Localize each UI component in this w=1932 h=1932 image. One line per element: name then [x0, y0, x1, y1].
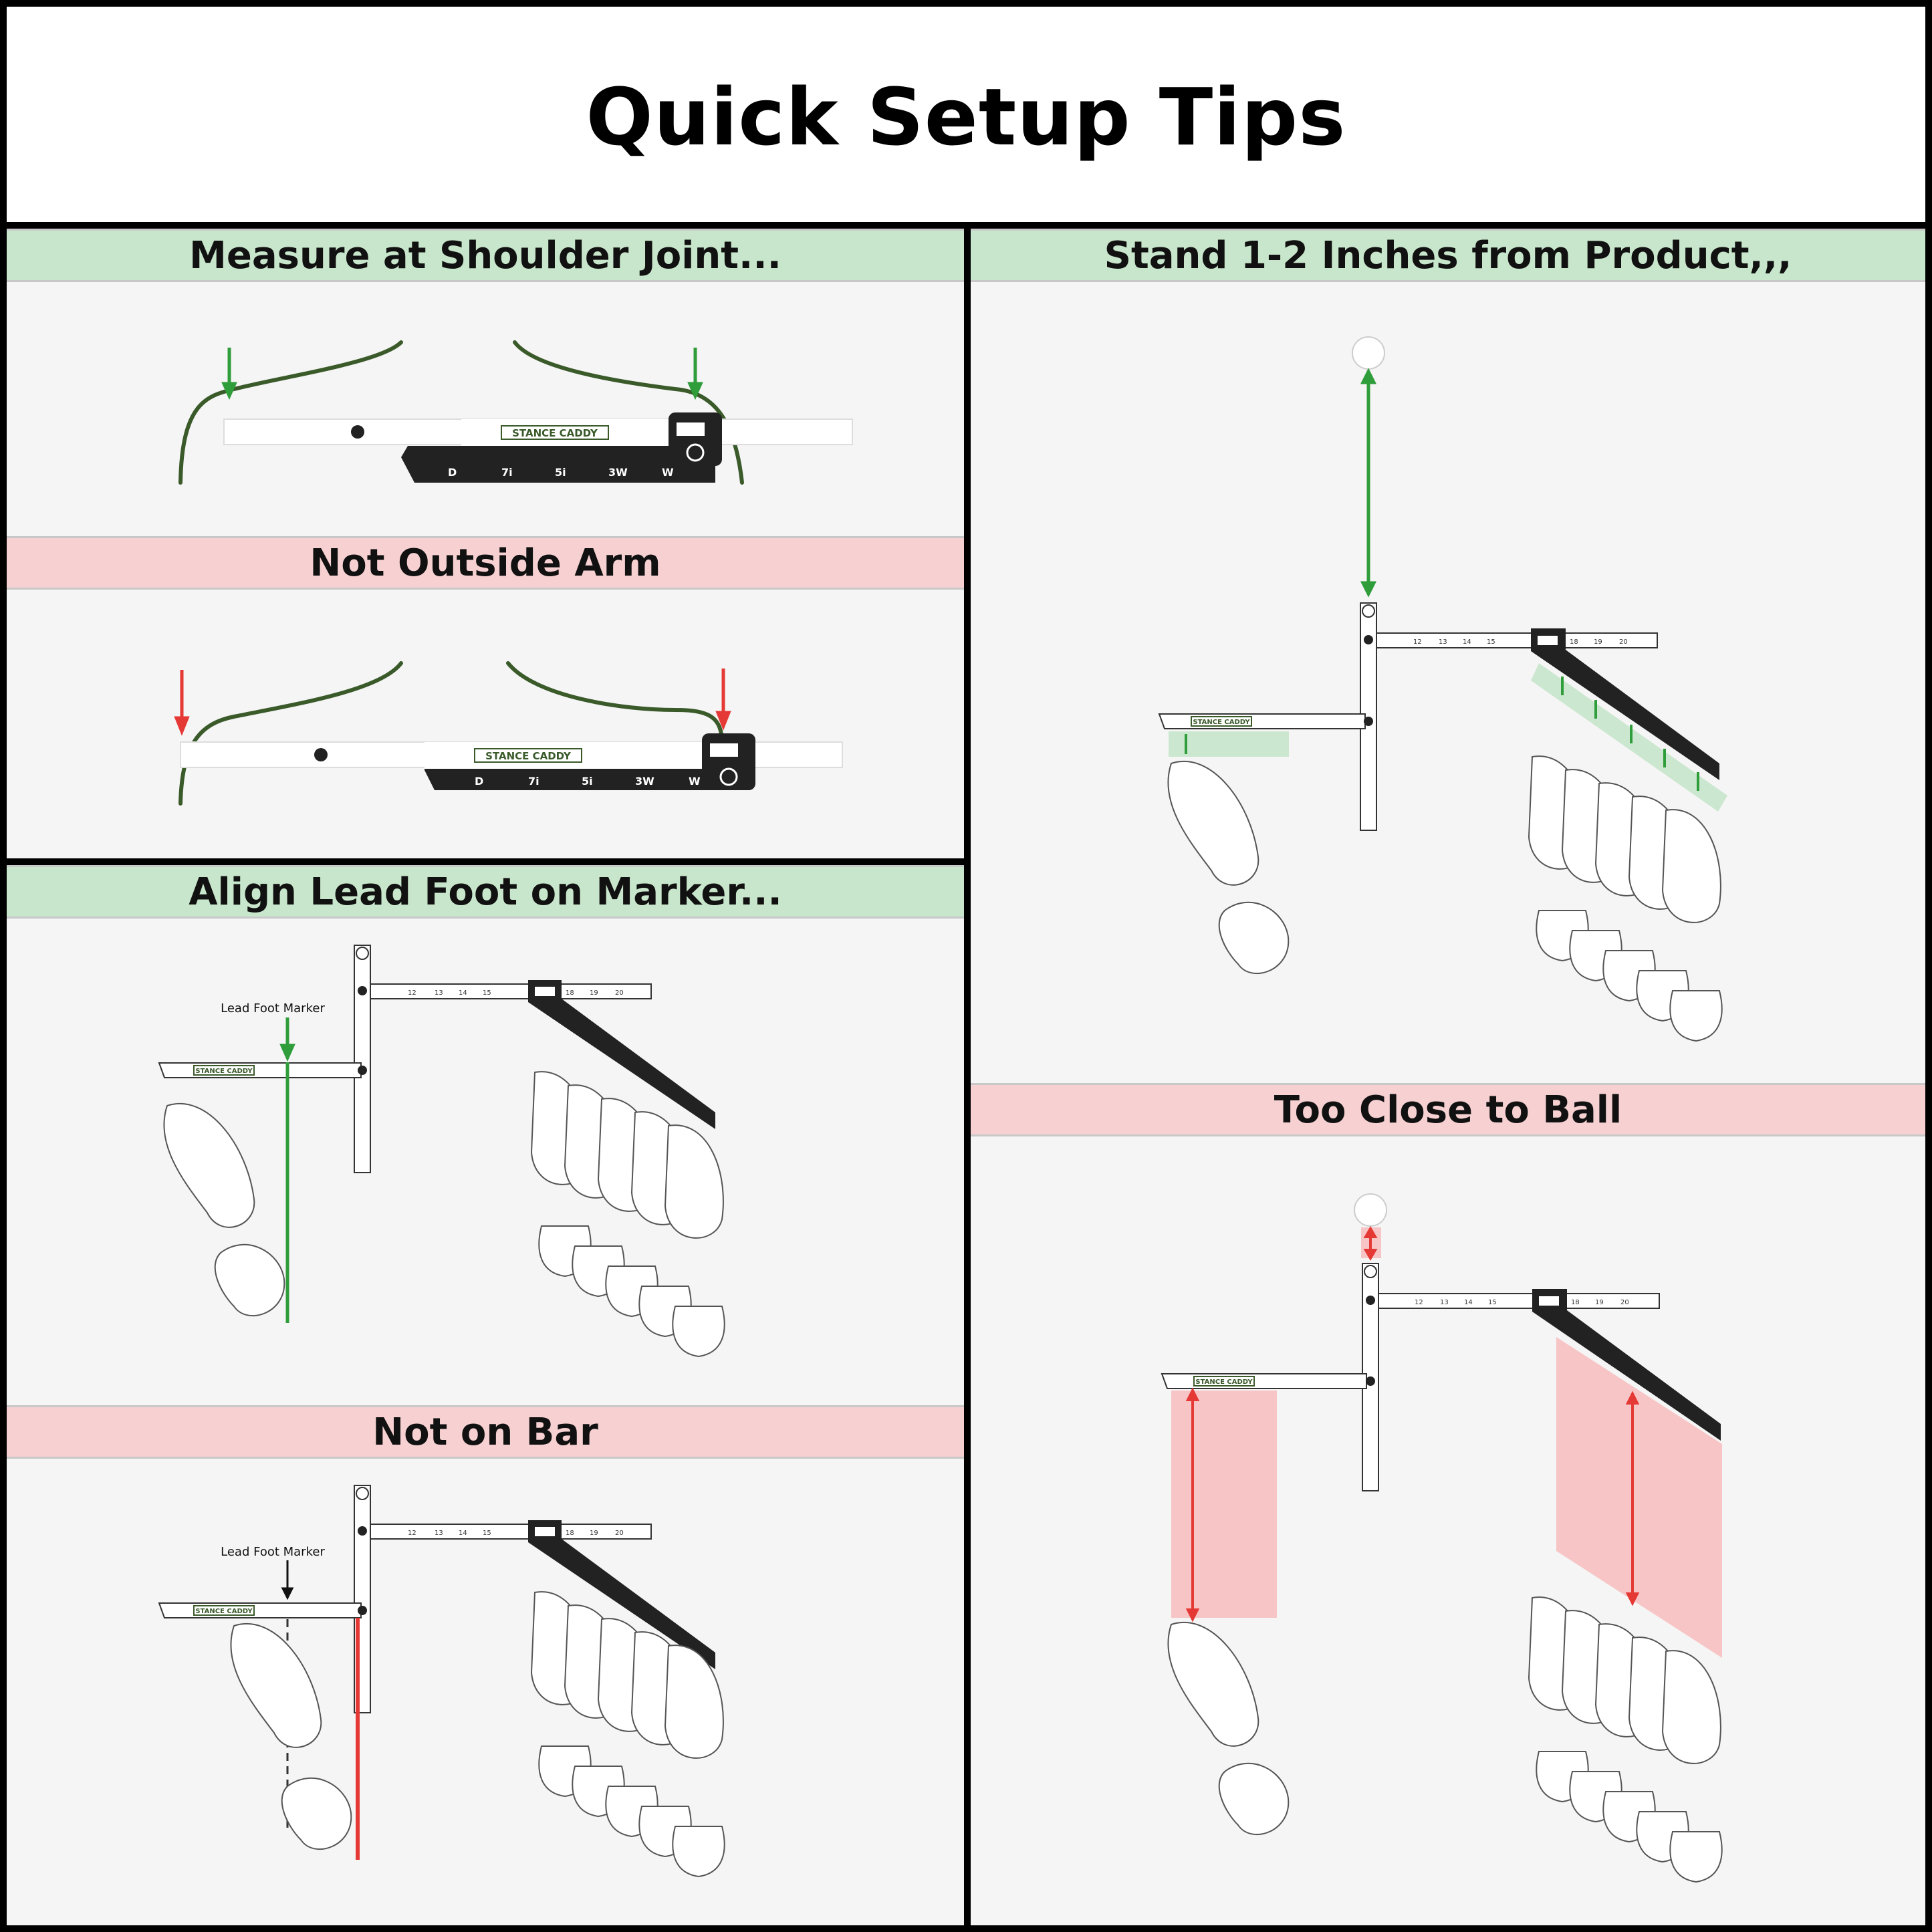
foot-bad-banner: Not on Bar — [7, 1405, 964, 1459]
svg-text:13: 13 — [1440, 1299, 1449, 1306]
svg-text:18: 18 — [566, 1530, 574, 1537]
svg-text:STANCE CADDY: STANCE CADDY — [1193, 719, 1250, 726]
svg-text:14: 14 — [459, 989, 467, 997]
svg-text:STANCE CADDY: STANCE CADDY — [485, 750, 572, 762]
svg-text:12: 12 — [408, 1530, 416, 1537]
brand-text: STANCE CADDY — [512, 427, 598, 439]
good-gap-zone — [1531, 663, 1727, 812]
bad-gap-zone — [1556, 1337, 1722, 1658]
stance-caddy-product: 1213141517181920 STANCE CADDY — [1161, 1263, 1721, 1491]
good-marker-arrow-icon — [279, 1017, 295, 1323]
svg-text:20: 20 — [1619, 638, 1628, 646]
footprint-group — [1528, 1596, 1723, 1883]
foot-panel: Align Lead Foot on Marker... Not on Bar … — [7, 865, 964, 1925]
foot-good-banner: Align Lead Foot on Marker... — [7, 865, 964, 919]
svg-text:19: 19 — [590, 1530, 598, 1537]
stance-bar-product: STANCE CADDY D 7i 5i 3W W — [180, 733, 843, 790]
svg-text:18: 18 — [566, 989, 574, 997]
svg-text:13: 13 — [1439, 638, 1447, 646]
stance-caddy-product: 1213141517181920 STANCE CADDY — [158, 945, 715, 1173]
bad-gap-zone — [1171, 1391, 1277, 1618]
shoulder-correct-diagram: STANCE CADDY D 7i 5i 3W W — [178, 340, 853, 485]
footprint-icon — [230, 1622, 352, 1850]
stance-bar-product: STANCE CADDY D 7i 5i 3W W — [223, 412, 853, 483]
svg-text:15: 15 — [483, 1530, 491, 1537]
svg-text:W: W — [662, 466, 674, 479]
svg-text:W: W — [689, 775, 701, 788]
svg-text:3W: 3W — [608, 466, 628, 479]
lead-foot-marker-label: Lead Foot Marker — [221, 1545, 325, 1559]
stance-caddy-product: 1213141517181920 STANCE CADDY — [1158, 602, 1719, 831]
page-title: Quick Setup Tips — [586, 71, 1346, 163]
svg-text:7i: 7i — [528, 775, 539, 788]
distance-bad-banner: Too Close to Ball — [971, 1083, 1925, 1136]
marker-arrow-icon — [281, 1560, 294, 1600]
shoulder-good-banner: Measure at Shoulder Joint... — [7, 229, 964, 282]
golf-ball-icon — [1352, 336, 1385, 370]
title-frame: Quick Setup Tips — [0, 0, 1932, 229]
svg-text:13: 13 — [435, 1530, 443, 1537]
footprint-icon — [1167, 760, 1290, 975]
bad-arrow-icon — [1185, 1387, 1640, 1622]
shoulder-incorrect-diagram: STANCE CADDY D 7i 5i 3W W — [174, 661, 843, 806]
svg-text:18: 18 — [1571, 1299, 1580, 1306]
svg-text:3W: 3W — [635, 775, 654, 788]
svg-text:20: 20 — [615, 989, 624, 997]
svg-text:15: 15 — [1487, 638, 1495, 646]
svg-text:13: 13 — [435, 989, 443, 997]
svg-text:D: D — [448, 466, 457, 479]
svg-text:15: 15 — [483, 989, 491, 997]
svg-text:12: 12 — [408, 989, 416, 997]
svg-text:12: 12 — [1415, 1299, 1423, 1306]
distance-panel: Stand 1-2 Inches from Product,,, Too Clo… — [971, 229, 1925, 1925]
svg-text:15: 15 — [1488, 1299, 1497, 1306]
svg-text:7i: 7i — [501, 466, 513, 479]
bad-arrow-icon — [174, 669, 731, 736]
svg-text:19: 19 — [1594, 638, 1602, 646]
good-gap-arrow-icon — [1185, 677, 1699, 791]
svg-text:STANCE CADDY: STANCE CADDY — [1195, 1378, 1253, 1386]
svg-text:12: 12 — [1413, 638, 1422, 646]
shoulder-panel: Measure at Shoulder Joint... Not Outside… — [7, 229, 964, 858]
svg-text:STANCE CADDY: STANCE CADDY — [195, 1068, 253, 1075]
stance-caddy-product: 1213141517181920 STANCE CADDY — [158, 1485, 715, 1713]
distance-good-banner: Stand 1-2 Inches from Product,,, — [971, 229, 1925, 282]
bad-arrow-icon — [1363, 1226, 1378, 1261]
svg-text:19: 19 — [1595, 1299, 1604, 1306]
footprint-group — [530, 1071, 725, 1358]
good-gap-zone — [1169, 731, 1289, 757]
distance-incorrect-diagram: 1213141517181920 STANCE CADDY — [1161, 1193, 1723, 1883]
footprint-group — [1528, 755, 1723, 1042]
svg-text:14: 14 — [459, 1530, 467, 1537]
svg-text:14: 14 — [1463, 638, 1471, 646]
foot-incorrect-diagram: 1213141517181920 STANCE CADDY Lead Foot … — [158, 1485, 725, 1878]
shoulder-bad-banner: Not Outside Arm — [7, 536, 964, 590]
distance-correct-diagram: 1213141517181920 STANCE CADDY — [1158, 336, 1727, 1042]
svg-text:19: 19 — [590, 989, 598, 997]
svg-text:20: 20 — [1620, 1299, 1629, 1306]
svg-text:STANCE CADDY: STANCE CADDY — [195, 1608, 253, 1615]
good-arrow-icon — [1360, 368, 1377, 598]
svg-text:5i: 5i — [582, 775, 593, 788]
footprint-group — [530, 1591, 725, 1878]
svg-text:5i: 5i — [555, 466, 566, 479]
svg-text:D: D — [475, 775, 483, 788]
svg-text:18: 18 — [1570, 638, 1578, 646]
lead-foot-marker-label: Lead Foot Marker — [221, 1001, 325, 1015]
good-arrow-icon — [221, 348, 703, 400]
golf-ball-icon — [1354, 1193, 1387, 1227]
foot-correct-diagram: 1213141517181920 STANCE CADDY Lead Foot … — [158, 945, 725, 1358]
svg-text:20: 20 — [615, 1530, 624, 1537]
footprint-icon — [163, 1102, 285, 1317]
svg-text:14: 14 — [1464, 1299, 1473, 1306]
footprint-icon — [1167, 1621, 1290, 1836]
